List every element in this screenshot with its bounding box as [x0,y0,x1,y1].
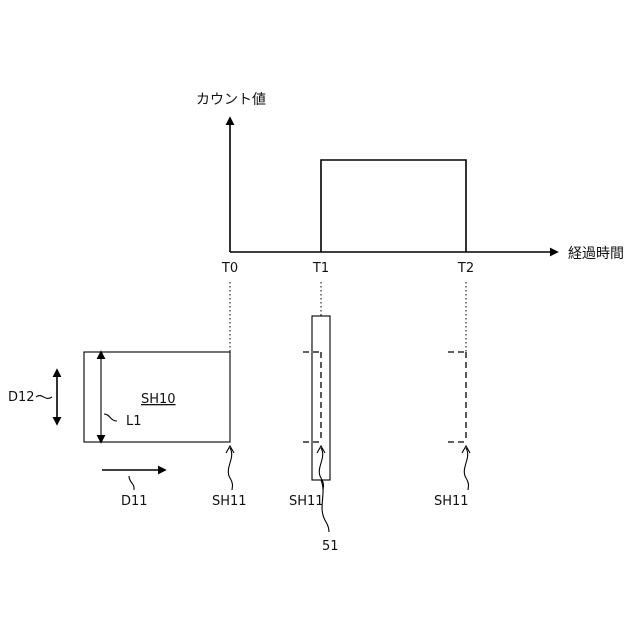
tick-t2: T2 [457,261,474,276]
leader-sh11-t0 [228,448,232,490]
leader-sh11-t1 [319,448,323,490]
sheet-edge-label-t2: SH11 [434,494,469,509]
direction-label-d12: D12 [8,390,35,405]
leader-l1 [104,414,117,421]
leader-sh11-t2 [464,448,468,490]
count-pulse [321,160,466,252]
tick-t1: T1 [312,261,329,276]
direction-label-d11: D11 [121,494,148,509]
sheet-edge-label-t1: SH11 [289,494,324,509]
y-axis-label: カウント値 [196,92,266,108]
leader-arrowhead-t1 [317,446,325,453]
sheet-edge-label-t0: SH11 [212,494,247,509]
leader-arrowhead-t0 [226,446,234,453]
line-label: L1 [126,414,142,429]
leader-arrowhead-t2 [462,446,470,453]
leader-d11 [129,476,134,490]
sensor-label: 51 [322,539,339,554]
sheet-label: SH10 [141,392,176,407]
x-axis-label: 経過時間 [568,246,624,262]
tick-t0: T0 [221,261,238,276]
leader-51 [321,480,329,532]
leader-d12 [36,396,52,399]
